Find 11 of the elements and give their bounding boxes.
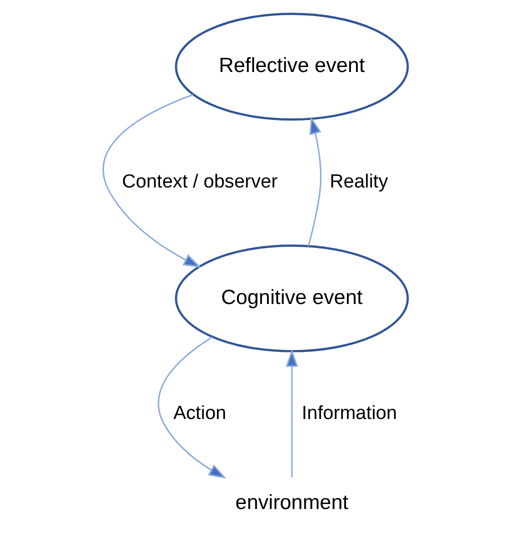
node-ellipse: Cognitive event [174,244,409,352]
edge-label: Context / observer [122,172,278,193]
arrow [308,116,322,246]
edge-label: Information [302,403,398,424]
node-text: environment [235,491,348,514]
arrow [102,94,202,268]
node-ellipse: Reflective event [174,12,409,121]
arrow [286,349,298,478]
edge-label: Action [173,403,226,424]
arrow [158,336,226,479]
edge-label: Reality [330,172,388,193]
